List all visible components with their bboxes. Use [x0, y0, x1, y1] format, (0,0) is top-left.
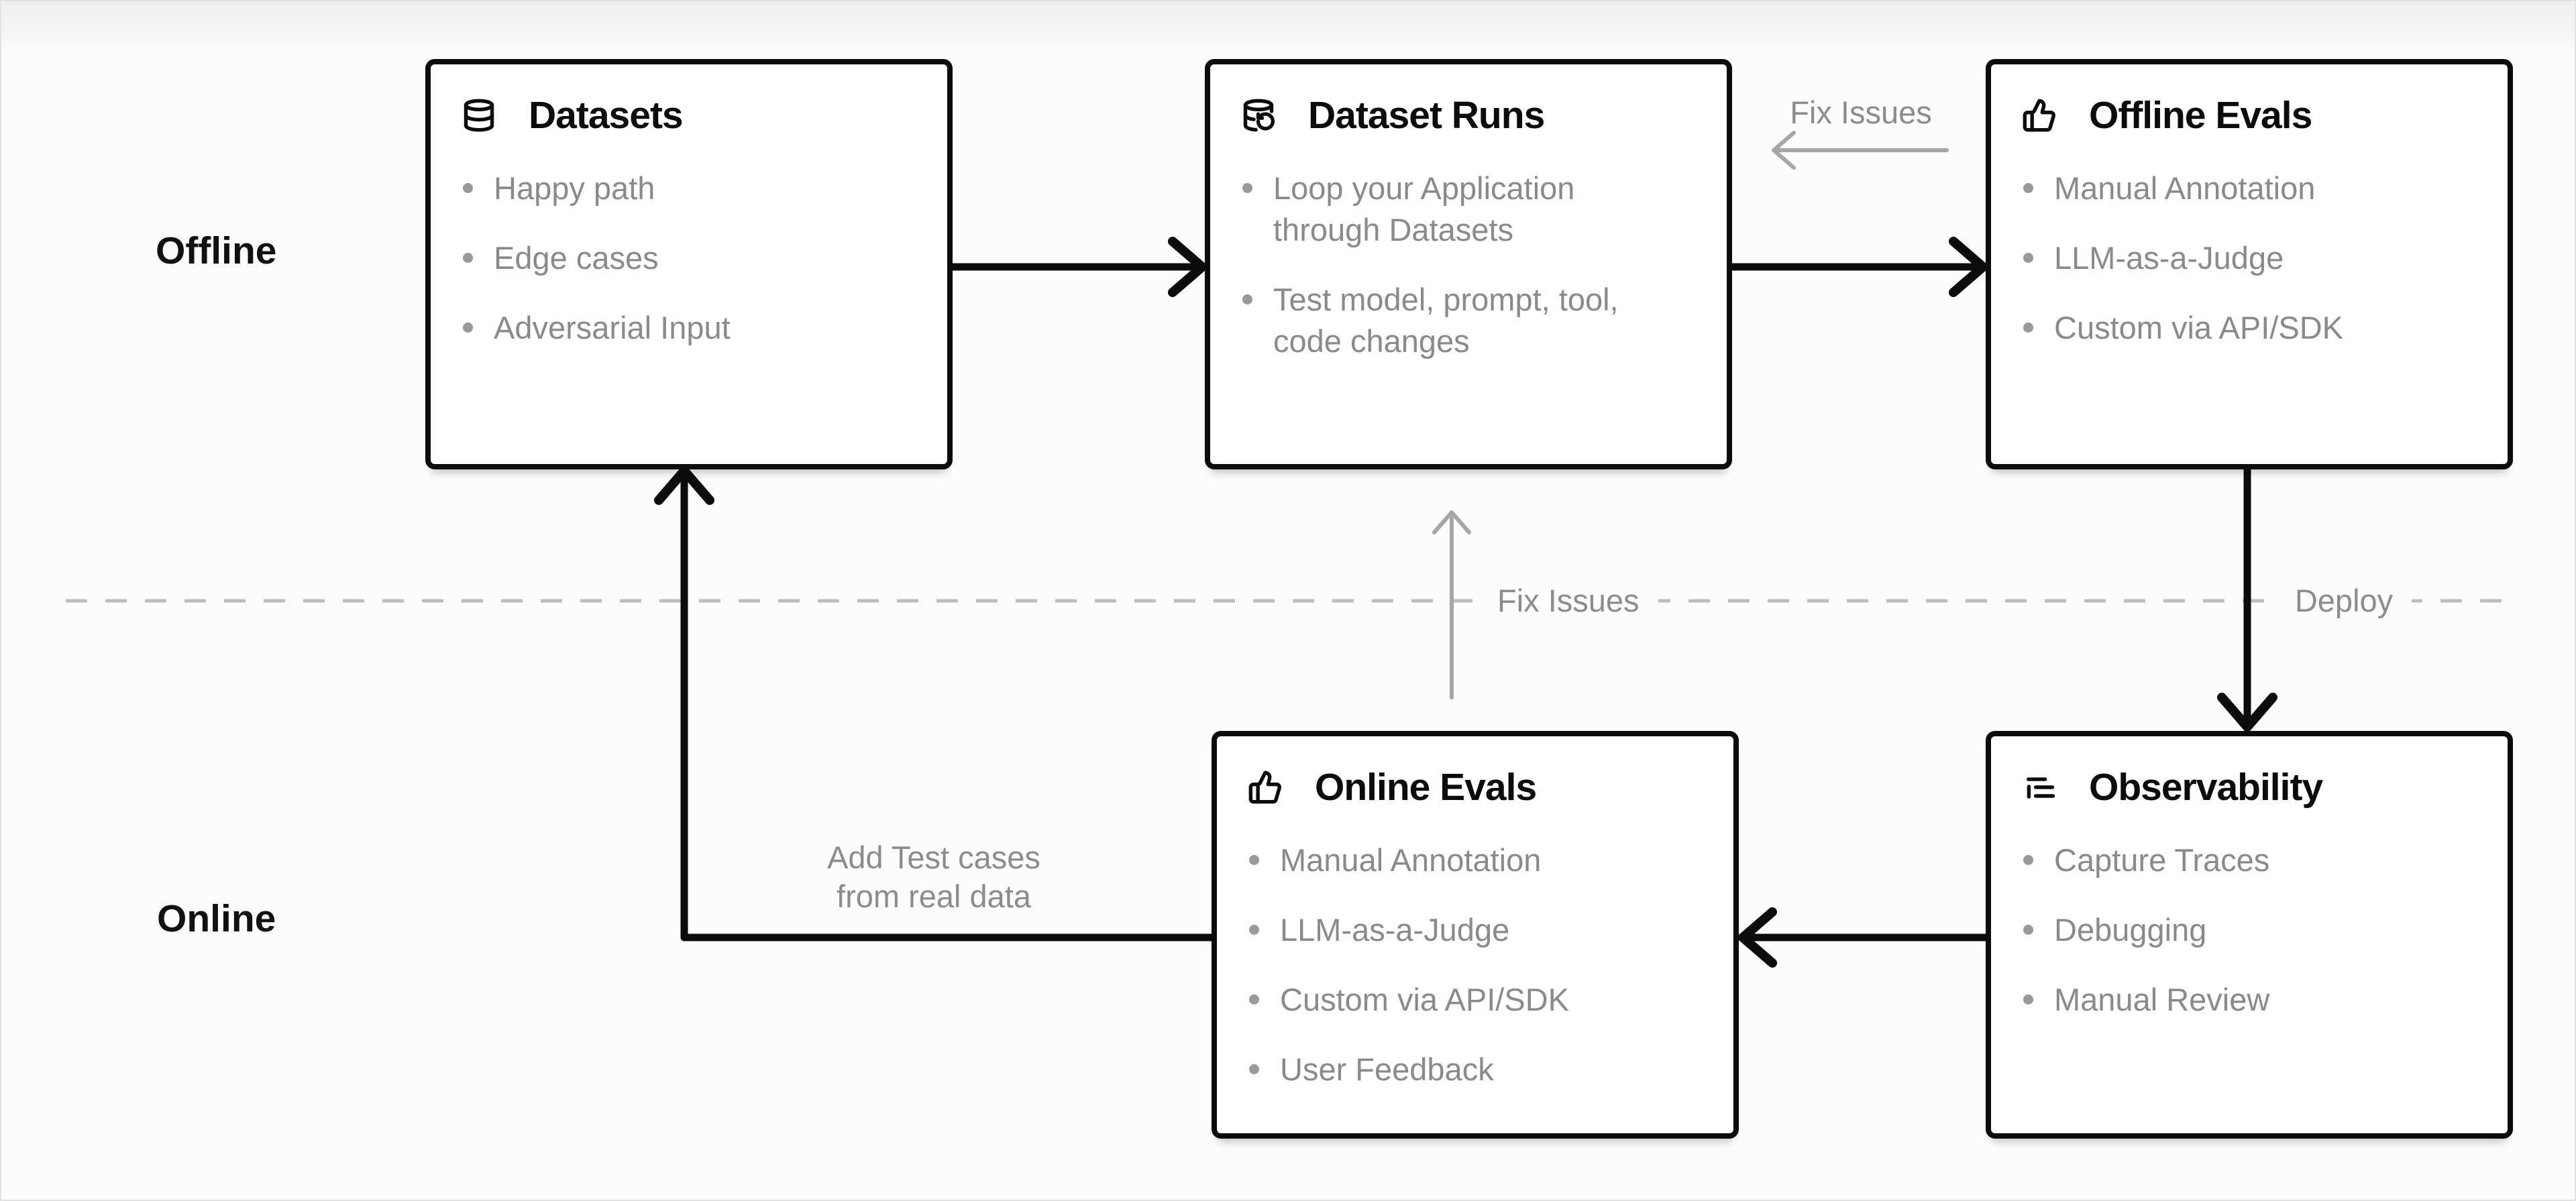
observability-header: Observability — [2022, 766, 2482, 809]
list-item: Happy path — [462, 168, 883, 209]
datasets-item-list: Happy path Edge cases Adversarial Input — [462, 168, 922, 349]
online-evals-header: Online Evals — [1248, 766, 1708, 809]
offline-section-label: Offline — [156, 229, 277, 272]
list-item: Capture Traces — [2022, 840, 2443, 881]
logs-icon — [2027, 777, 2055, 799]
offline-evals-item-list: Manual Annotation LLM-as-a-Judge Custom … — [2022, 168, 2482, 349]
list-item: Adversarial Input — [462, 307, 883, 349]
list-item: Manual Annotation — [2022, 168, 2443, 209]
list-item: LLM-as-a-Judge — [1248, 909, 1669, 951]
list-item: Manual Annotation — [1248, 840, 1669, 881]
list-item: Loop your Application through Datasets — [1241, 168, 1662, 251]
observability-item-list: Capture Traces Debugging Manual Review — [2022, 840, 2482, 1021]
datasets-box: Datasets Happy path Edge cases Adversari… — [425, 59, 953, 469]
add-test-cases-line1: Add Test cases — [827, 840, 1040, 875]
dataset-runs-item-list: Loop your Application through Datasets T… — [1241, 168, 1701, 362]
online-evals-box: Online Evals Manual Annotation LLM-as-a-… — [1212, 731, 1739, 1139]
list-item: Edge cases — [462, 237, 883, 279]
list-item: Manual Review — [2022, 979, 2443, 1021]
database-icon — [464, 99, 494, 132]
thumbs-up-icon — [1248, 770, 1281, 804]
dataset-runs-box: Dataset Runs Loop your Application throu… — [1205, 59, 1732, 469]
box-title: Dataset Runs — [1308, 94, 1545, 137]
add-test-cases-line2: from real data — [837, 878, 1031, 914]
box-title: Observability — [2089, 766, 2323, 809]
deploy-label: Deploy — [2275, 581, 2412, 620]
list-item: User Feedback — [1248, 1049, 1669, 1090]
thumbs-up-icon — [2023, 99, 2055, 132]
list-item: Custom via API/SDK — [2022, 307, 2443, 349]
database-refresh-icon — [1243, 99, 1275, 132]
box-title: Datasets — [529, 94, 684, 137]
list-item: Custom via API/SDK — [1248, 979, 1669, 1021]
offline-evals-header: Offline Evals — [2022, 94, 2482, 137]
online-evals-item-list: Manual Annotation LLM-as-a-Judge Custom … — [1248, 840, 1708, 1090]
fix-issues-top-arrow — [1772, 131, 1949, 170]
list-item: Test model, prompt, tool, code changes — [1241, 279, 1662, 362]
fix-issues-mid-label: Fix Issues — [1479, 581, 1658, 620]
list-item: Debugging — [2022, 909, 2443, 951]
offline-evals-box: Offline Evals Manual Annotation LLM-as-a… — [1986, 59, 2513, 469]
observability-box: Observability Capture Traces Debugging M… — [1986, 731, 2513, 1139]
online-section-label: Online — [157, 897, 276, 940]
datasets-header: Datasets — [462, 94, 922, 137]
fix-issues-top-label: Fix Issues — [1790, 95, 1932, 130]
box-title: Online Evals — [1315, 766, 1537, 809]
box-title: Offline Evals — [2089, 94, 2312, 137]
list-item: LLM-as-a-Judge — [2022, 237, 2443, 279]
dataset-runs-header: Dataset Runs — [1241, 94, 1701, 137]
fix-issues-mid-arrow — [1432, 510, 1471, 699]
add-test-cases-label: Add Test cases from real data — [827, 838, 1040, 916]
